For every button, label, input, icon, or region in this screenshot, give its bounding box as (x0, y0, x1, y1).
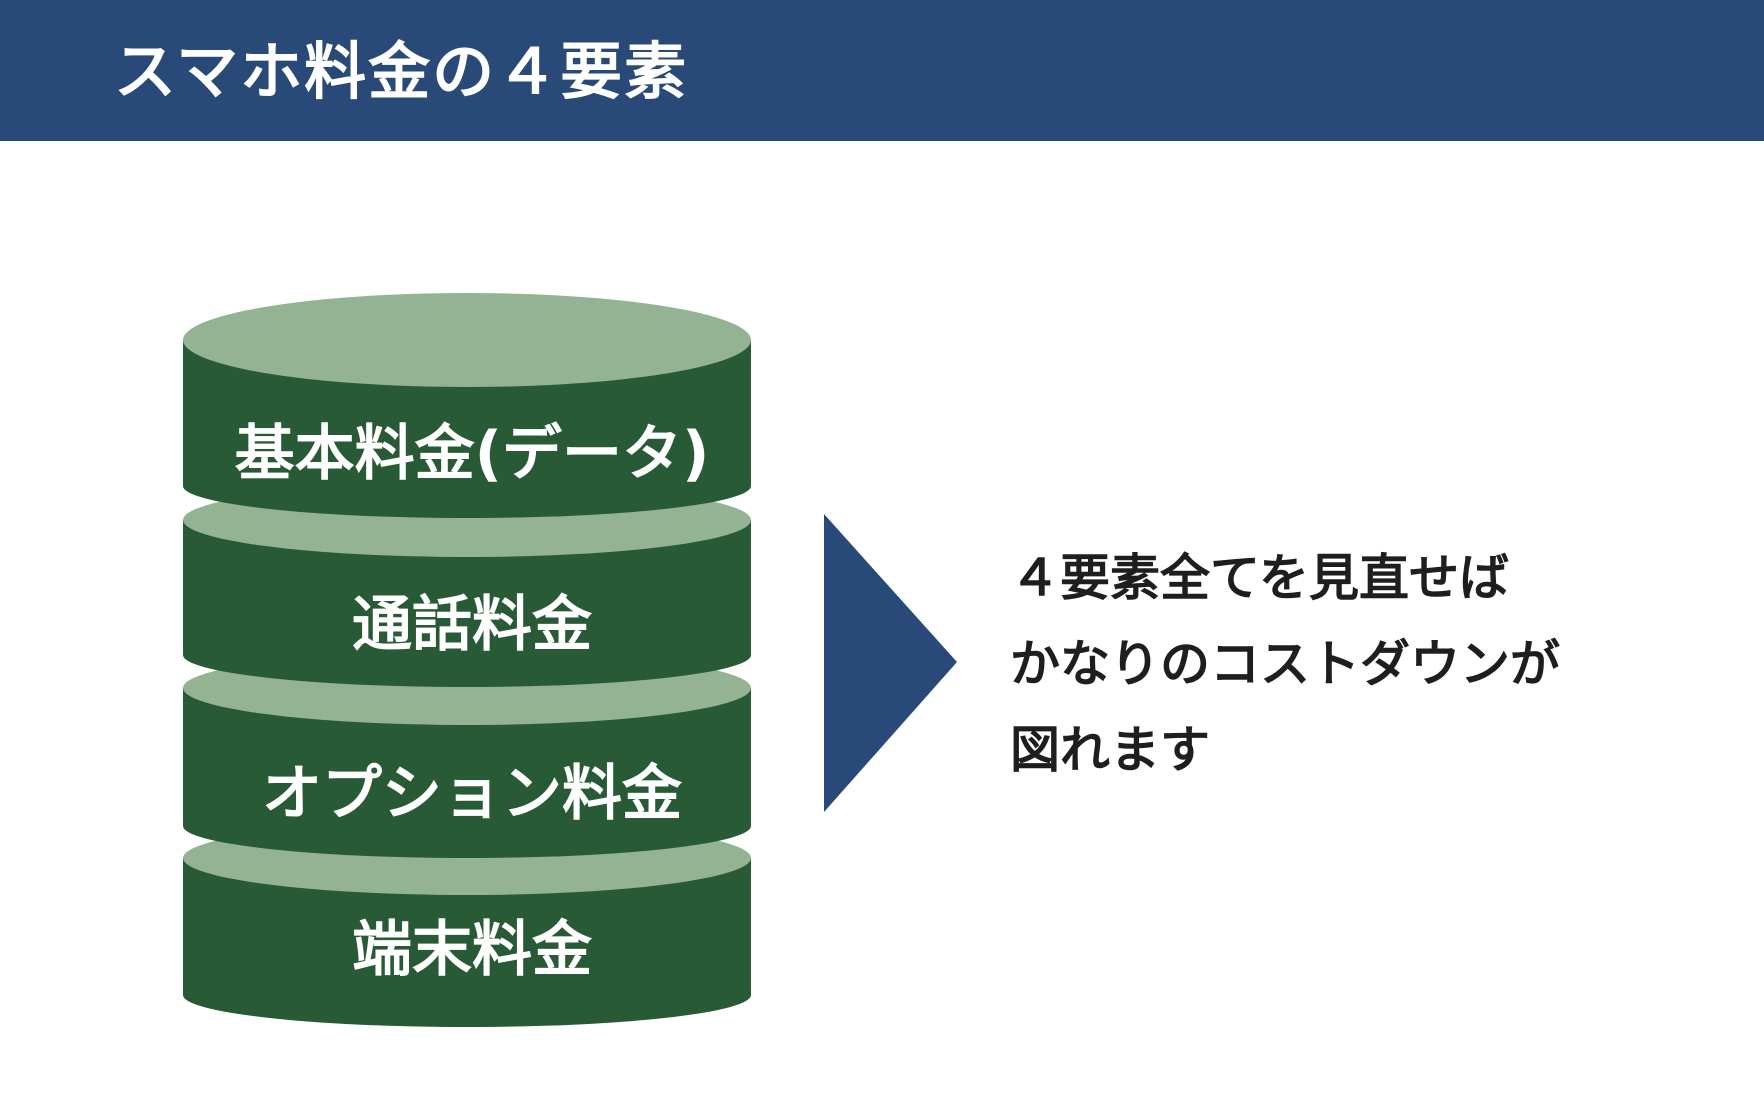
layer-side (183, 520, 751, 687)
layer-top (183, 293, 751, 387)
arrow-right-icon (824, 514, 957, 812)
layer-side (183, 340, 751, 518)
layer-basic-fee: 基本料金(データ) (183, 293, 751, 518)
layer-side (183, 688, 751, 858)
layer-label: 基本料金(データ) (235, 419, 710, 489)
layer-side (183, 858, 751, 1027)
layer-label: 通話料金 (352, 590, 593, 660)
page-title: スマホ料金の４要素 (114, 35, 689, 108)
layer-label: 端末料金 (352, 915, 593, 985)
layer-label: オプション料金 (262, 759, 683, 829)
message-line: かなりのコストダウンが (1010, 635, 1560, 693)
summary-message: ４要素全てを見直せば かなりのコストダウンが 図れます (1010, 535, 1710, 793)
header-bar: スマホ料金の４要素 (0, 0, 1764, 141)
message-line: 図れます (1010, 721, 1210, 779)
message-line: ４要素全てを見直せば (1010, 549, 1509, 607)
